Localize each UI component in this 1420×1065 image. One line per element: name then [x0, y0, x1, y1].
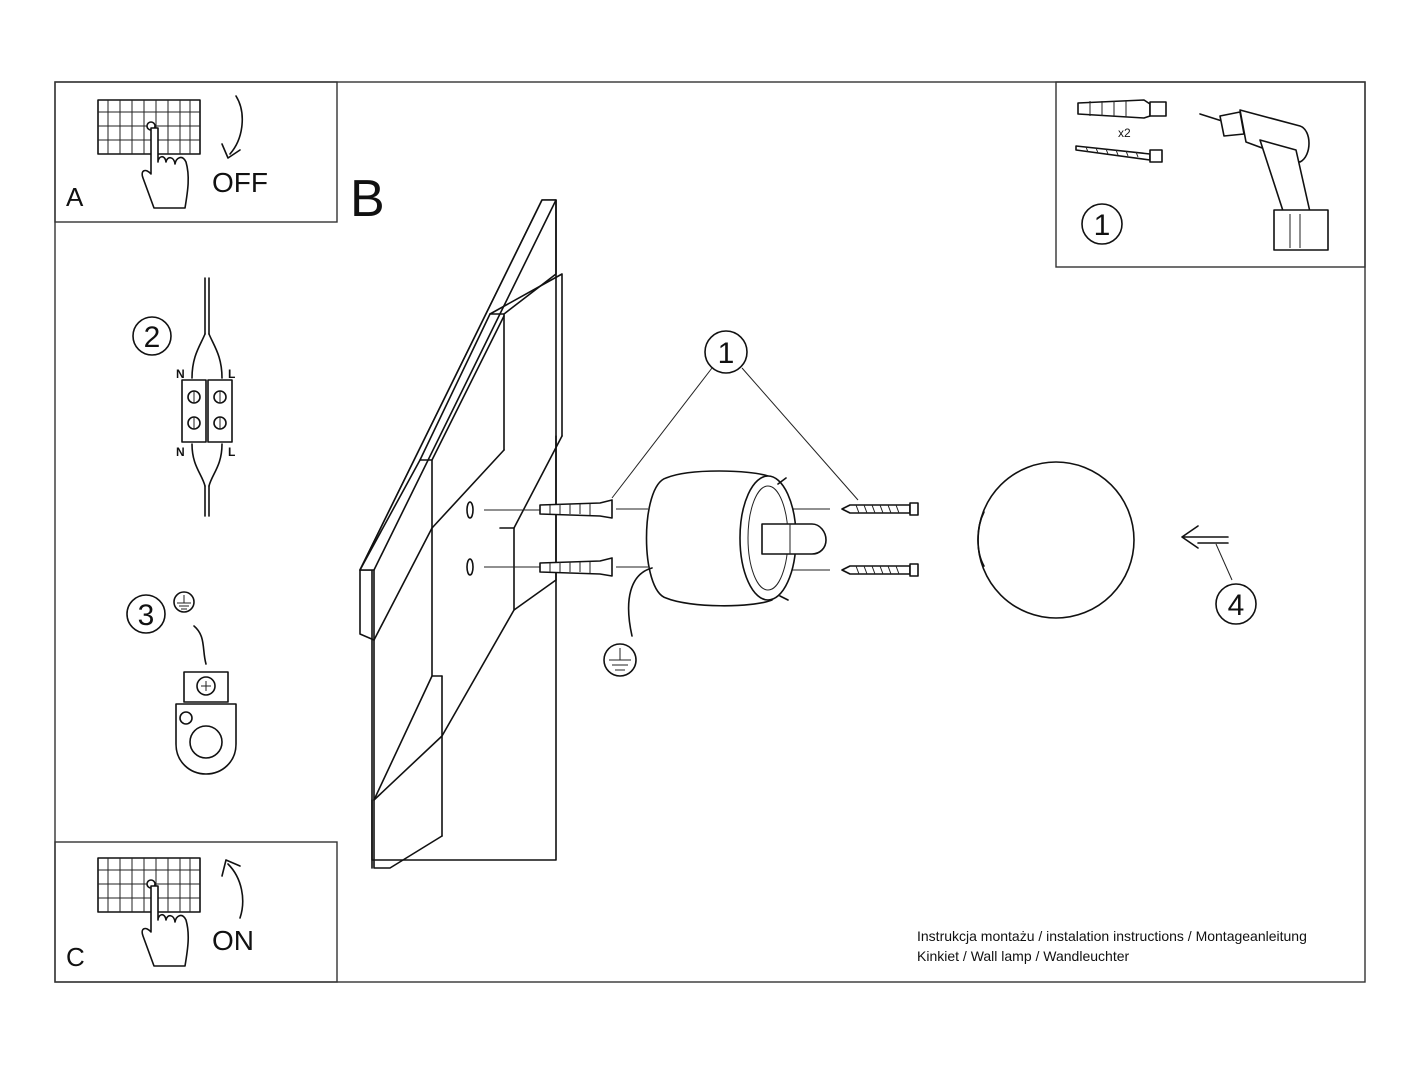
leader-screws-left: [611, 367, 713, 499]
panel-a: [54, 81, 338, 223]
outer-frame: [54, 81, 1366, 983]
label-l-top: L: [228, 367, 235, 381]
lamp-base: [645, 470, 827, 607]
hand-icon-a: [141, 127, 190, 209]
on-label: ON: [212, 925, 254, 956]
hand-icon-c: [141, 885, 190, 967]
callout-shade: 4: [1228, 589, 1245, 622]
label-n-bottom: N: [176, 445, 185, 459]
wall-plug-icon: [1077, 99, 1167, 119]
callout-circle-shade: [1215, 583, 1257, 625]
assembly-guide-lines: [466, 501, 830, 576]
arrow-up-icon: [227, 863, 244, 919]
wall-plug-left-bottom: [539, 557, 613, 577]
breaker-panel-icon-c: [97, 857, 201, 913]
earth-clamp-icon: [175, 671, 237, 775]
callout-wiring: 2: [144, 321, 161, 354]
step-letter-b: B: [350, 170, 385, 228]
wall-plug-left-top: [539, 499, 613, 519]
callout-earth: 3: [138, 599, 155, 632]
label-n-top: N: [176, 367, 185, 381]
drill-icon: [1199, 109, 1329, 251]
screw-icon: [1075, 145, 1163, 163]
screw-right-bottom: [841, 563, 919, 577]
callout-tools: 1: [1094, 209, 1111, 242]
tools-panel: [1055, 81, 1366, 268]
quantity-label: x2: [1118, 126, 1131, 140]
off-label: OFF: [212, 167, 268, 198]
panel-c: [54, 841, 338, 983]
leader-screws-right: [741, 367, 859, 501]
callout-circle-earth: [126, 594, 166, 634]
callout-circle-wiring: [132, 316, 172, 356]
globe-opening: [977, 511, 985, 567]
breaker-panel-icon-a: [97, 99, 201, 155]
earth-symbol-icon: [173, 591, 195, 613]
screw-right-top: [841, 502, 919, 516]
step-letter-a: A: [66, 182, 84, 212]
footer-line-2: Kinkiet / Wall lamp / Wandleuchter: [917, 948, 1129, 964]
arrow-down-icon: [229, 95, 244, 155]
step-letter-c: C: [66, 942, 85, 972]
footer-line-1: Instrukcja montażu / instalation instruc…: [917, 928, 1307, 944]
label-l-bottom: L: [228, 445, 235, 459]
callout-circle-screws: [704, 330, 748, 374]
callout-screws: 1: [718, 337, 735, 370]
arrow-left-icon: [1181, 525, 1229, 549]
earth-symbol-base-icon: [603, 643, 637, 677]
wall-tiles: [359, 199, 563, 869]
terminal-block-icon: [181, 277, 233, 517]
globe-shade: [977, 461, 1135, 619]
callout-circle-tools: [1081, 203, 1123, 245]
